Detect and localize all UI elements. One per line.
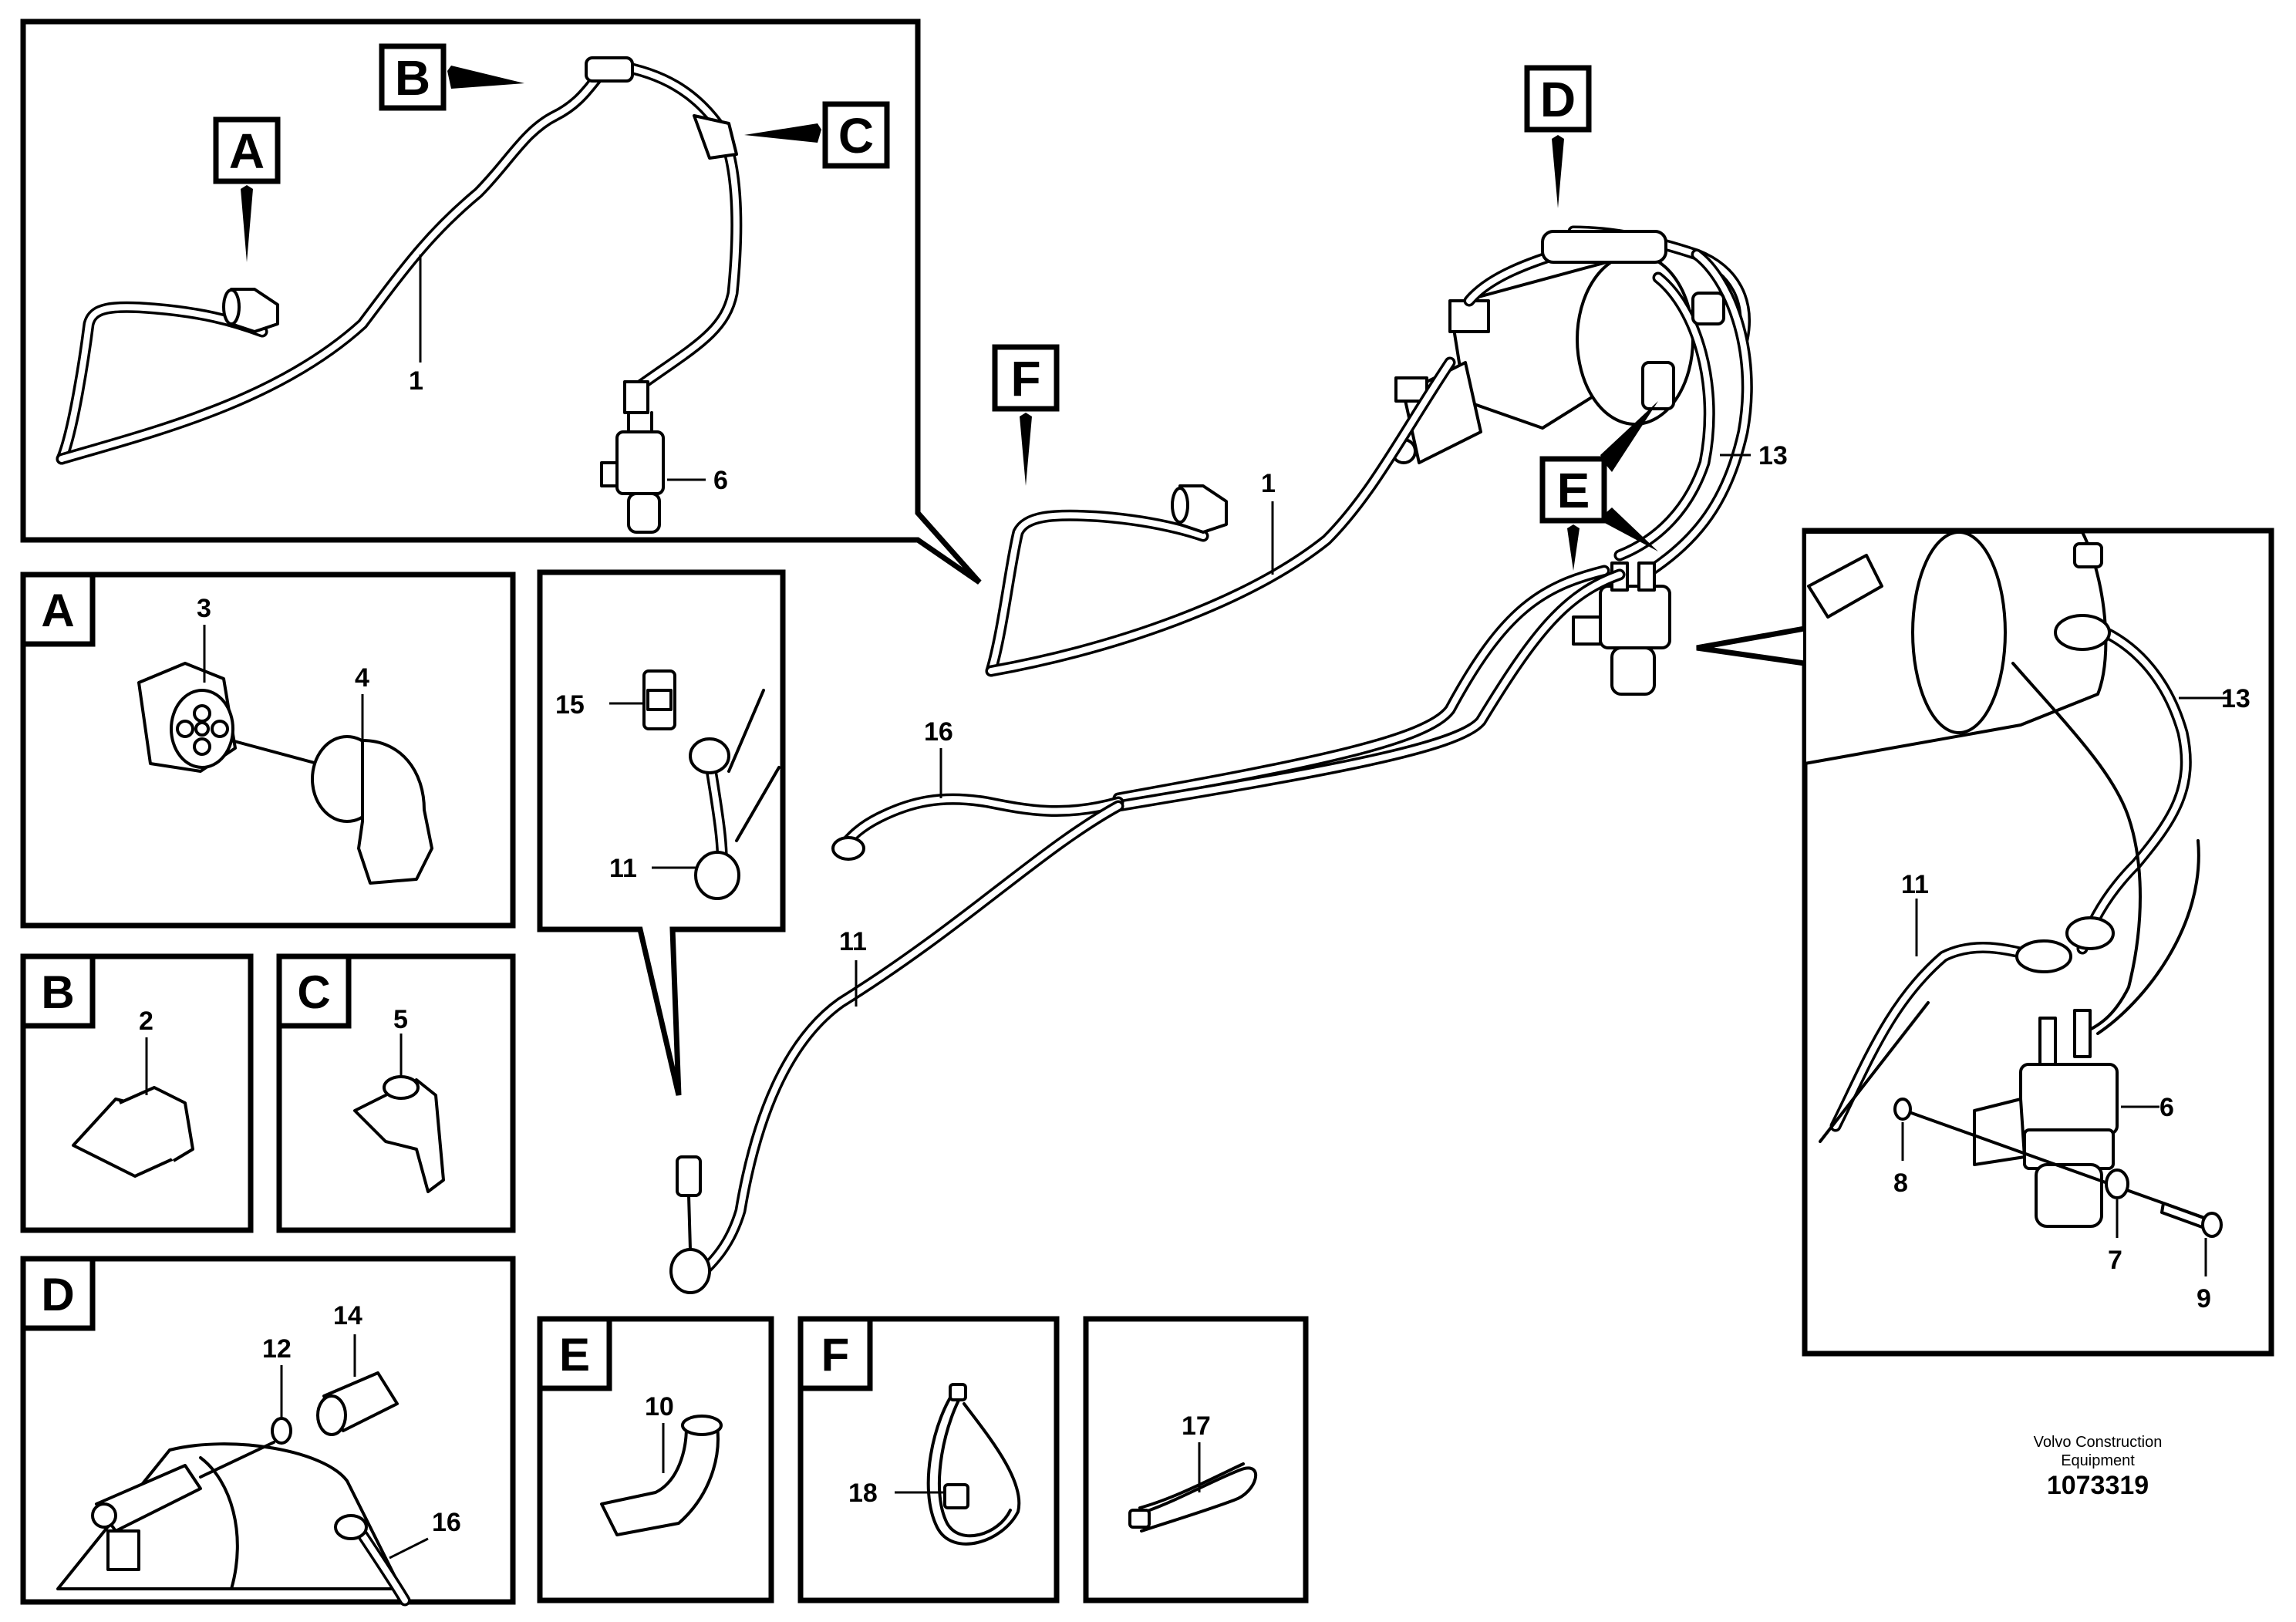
sensor-6-small [600, 380, 665, 534]
svg-text:12: 12 [262, 1334, 292, 1364]
svg-text:C: C [297, 966, 330, 1018]
svg-text:1: 1 [1261, 469, 1276, 498]
detail-box-b: B 2 [20, 953, 254, 1233]
svg-text:9: 9 [2197, 1284, 2211, 1313]
svg-text:B: B [395, 50, 430, 106]
clip-15-detail: 15 [555, 669, 676, 730]
label-a-callout: A [213, 116, 281, 262]
svg-text:1: 1 [409, 366, 423, 396]
svg-text:8: 8 [1893, 1168, 1908, 1198]
label-e-main: E [1539, 401, 1658, 571]
relay-6-detail: 6 [1973, 1009, 2174, 1228]
motor-end-detail [1803, 531, 2108, 765]
label-6-callout: 6 [667, 466, 728, 495]
ring-terminals [2015, 916, 2115, 973]
svg-text:2: 2 [139, 1007, 153, 1036]
detail-box-f: F 18 [797, 1316, 1060, 1603]
sensor-14 [316, 1371, 399, 1436]
fitting-d [91, 1464, 202, 1571]
svg-text:11: 11 [1901, 870, 1929, 899]
svg-text:D: D [1540, 72, 1576, 127]
svg-text:3: 3 [197, 594, 211, 623]
sleeve-5 [353, 1075, 445, 1193]
svg-text:4: 4 [355, 663, 369, 693]
svg-text:F: F [1010, 351, 1040, 406]
motor-housing-d [56, 1442, 403, 1590]
connector-f-main [1171, 484, 1228, 534]
svg-text:11: 11 [609, 854, 637, 883]
connector-a-small [222, 288, 279, 333]
svg-text:B: B [41, 966, 74, 1018]
svg-text:16: 16 [924, 717, 953, 747]
svg-text:13: 13 [2221, 684, 2250, 713]
ground-lug-main [669, 1155, 711, 1294]
svg-text:10: 10 [645, 1392, 674, 1421]
cable-tie-17 [1128, 1462, 1257, 1533]
label-11-main: 11 [839, 927, 867, 1007]
drawing-number: 1073319 [2047, 1471, 2149, 1500]
svg-text:D: D [41, 1269, 74, 1320]
svg-text:6: 6 [713, 466, 728, 495]
label-1-callout: 1 [409, 255, 423, 396]
svg-text:5: 5 [393, 1005, 408, 1034]
svg-text:A: A [229, 123, 265, 179]
svg-text:17: 17 [1182, 1411, 1211, 1441]
cable-tie-18 [926, 1383, 1021, 1546]
label-16-main: 16 [924, 717, 953, 798]
svg-text:11: 11 [839, 927, 867, 956]
svg-text:13: 13 [1758, 441, 1788, 470]
detail-box-d: D 12 14 16 [20, 1256, 516, 1607]
sensor-6-main [1572, 561, 1671, 696]
detail-box-e: E 10 [537, 1316, 774, 1603]
svg-text:18: 18 [848, 1479, 878, 1508]
callout-relay-frame: 13 11 6 8 7 [1696, 528, 2274, 1357]
washer-12 [271, 1417, 292, 1445]
bolt-9: 9 [2160, 1202, 2223, 1313]
label-d-main: D [1524, 65, 1592, 208]
svg-text:16: 16 [432, 1508, 461, 1537]
connector-3 [137, 662, 237, 773]
svg-text:E: E [559, 1329, 590, 1381]
washer-8: 8 [1893, 1098, 1912, 1198]
callout-overview-frame: A B C 1 6 [20, 19, 982, 585]
plug-2 [72, 1086, 194, 1178]
detail-box-17: 17 [1083, 1316, 1309, 1603]
detail-box-a: A 3 4 [20, 572, 516, 929]
label-c-callout: C [744, 101, 890, 169]
svg-text:F: F [821, 1329, 850, 1381]
svg-text:E: E [1557, 463, 1590, 518]
label-b-callout: B [379, 43, 524, 111]
label-13-main: 13 [1720, 441, 1788, 470]
washer-7: 7 [2105, 1168, 2129, 1275]
label-1-main: 1 [1261, 469, 1276, 575]
label-f-main: F [992, 344, 1060, 486]
svg-text:C: C [838, 108, 874, 164]
svg-text:A: A [41, 585, 74, 636]
cable-11-detail: 11 [609, 689, 781, 900]
detail-box-c: C 5 [276, 953, 516, 1233]
svg-text:7: 7 [2108, 1246, 2122, 1275]
sleeve-c-small [693, 114, 738, 160]
svg-text:15: 15 [555, 690, 585, 720]
cap-10 [600, 1415, 723, 1536]
connector-b-small [585, 56, 634, 83]
connector-4 [311, 735, 433, 885]
cable-16-d [334, 1514, 411, 1607]
svg-text:14: 14 [333, 1301, 362, 1330]
main-assembly: D F E 1 13 16 11 [669, 65, 1788, 1294]
drawing-footer: Volvo Construction Equipment 1073319 [2034, 1434, 2163, 1500]
motor-body [1391, 253, 1698, 464]
callout-ground-frame: 15 11 [537, 569, 786, 1096]
company-line1: Volvo Construction [2034, 1434, 2163, 1451]
svg-text:6: 6 [2159, 1093, 2174, 1122]
company-line2: Equipment [2061, 1452, 2135, 1469]
